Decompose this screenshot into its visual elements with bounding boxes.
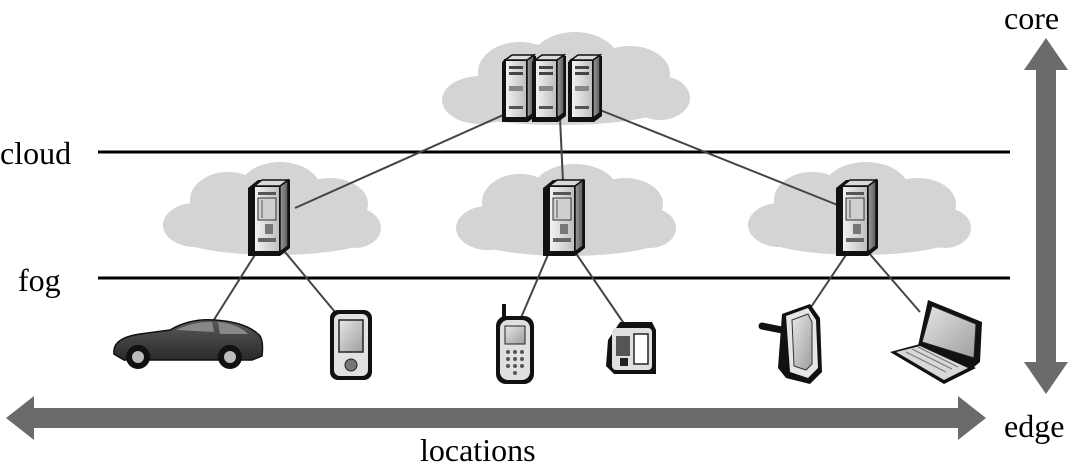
link-fog-3-laptop (867, 251, 921, 313)
edge-label: edge (1004, 408, 1065, 444)
link-fog-1-pda (284, 251, 341, 319)
server-icon (835, 179, 879, 257)
link-fog-3-tablet (804, 251, 849, 317)
locations-label: locations (420, 432, 536, 468)
car-icon (113, 318, 264, 369)
connection-links (209, 109, 921, 327)
mobile-phone-icon (496, 304, 534, 384)
link-fog-1-car (209, 249, 259, 327)
server-rack-icon (501, 54, 603, 123)
tablet-icon (758, 304, 822, 384)
cloud-label: cloud (0, 135, 72, 171)
link-cloud-fog-1 (294, 111, 511, 209)
pda-icon (330, 310, 372, 380)
server-icon (542, 179, 586, 257)
locations-arrow (6, 396, 986, 440)
core-label: core (1004, 0, 1060, 36)
link-fog-2-phone (519, 249, 551, 321)
core-edge-arrow (1024, 38, 1068, 394)
link-cloud-fog-3 (599, 109, 841, 207)
server-icon (247, 179, 291, 257)
fog-label: fog (18, 262, 61, 298)
link-fog-2-camera (574, 251, 626, 326)
link-cloud-fog-2 (559, 117, 564, 183)
laptop-icon (890, 300, 982, 384)
camcorder-icon (606, 322, 656, 374)
